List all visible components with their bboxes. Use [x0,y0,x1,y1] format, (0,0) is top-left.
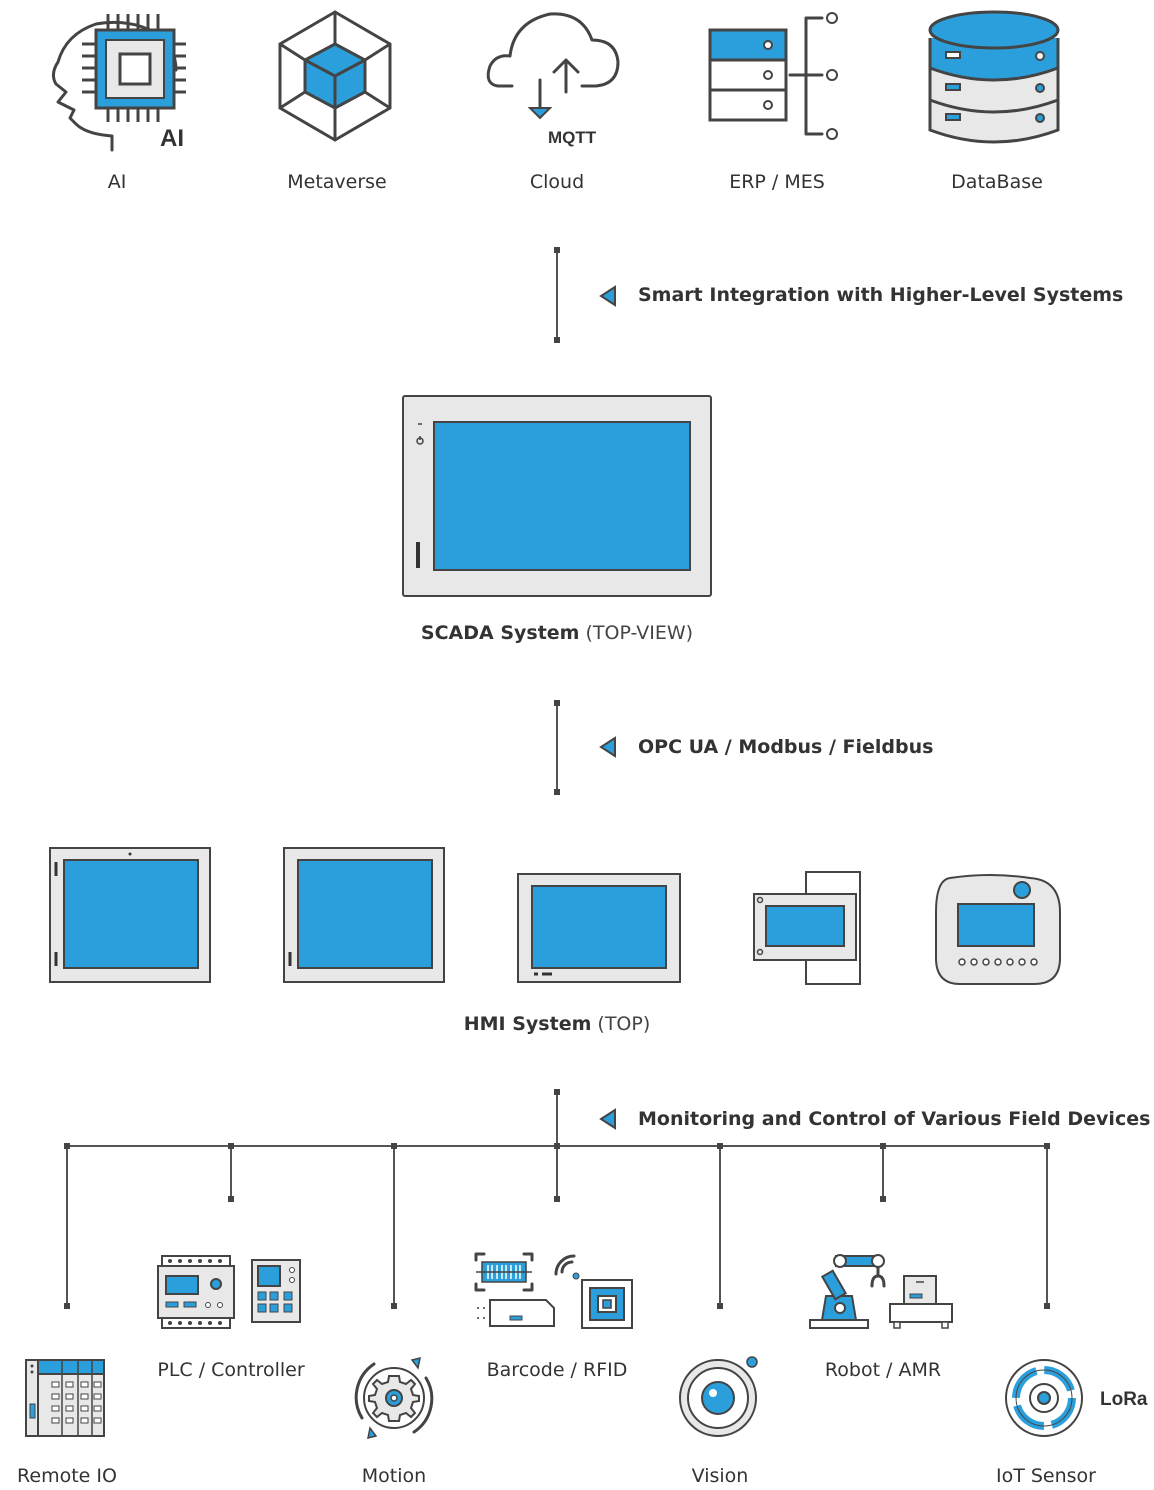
motion-gear-icon [354,1356,434,1440]
label-erp-mes: ERP / MES [729,171,825,193]
label-vision: Vision [691,1465,749,1487]
hmi-panel-4-icon [753,871,861,985]
vision-camera-icon [679,1356,758,1437]
hmi-label-rest: (TOP) [591,1013,651,1035]
label-remote-io: Remote IO [17,1465,117,1487]
remote-io-icon [25,1359,105,1437]
label-cloud: Cloud [529,171,585,193]
hmi-handheld-icon [935,874,1061,985]
arrow-left-icon [599,736,616,758]
arrow-left-icon [599,285,616,307]
cloud-icon: MQTT [486,12,620,147]
connector-top [554,247,616,343]
scada-label: SCADA System (TOP-VIEW) [421,622,693,644]
metaverse-cube-icon [278,10,392,142]
scada-panel-icon [402,395,712,597]
hmi-panel-1-icon [49,847,211,983]
connection-label-protocols: OPC UA / Modbus / Fieldbus [638,736,934,758]
scada-label-rest: (TOP-VIEW) [579,622,694,644]
connector-middle [554,700,616,795]
robot-arm-icon [809,1254,953,1329]
iot-sensor-icon: LoRa [1005,1359,1148,1437]
connection-label-integration: Smart Integration with Higher-Level Syst… [638,284,1124,306]
label-barcode-rfid: Barcode / RFID [486,1359,628,1381]
label-plc-controller: PLC / Controller [157,1359,305,1381]
scada-label-bold: SCADA System [420,622,580,644]
hmi-label-bold: HMI System [463,1013,592,1035]
label-metaverse: Metaverse [287,171,387,193]
hmi-panel-2-icon [283,847,445,983]
ai-badge: AI [160,125,184,152]
label-motion: Motion [361,1465,427,1487]
lora-badge: LoRa [1100,1389,1148,1410]
hmi-label: HMI System (TOP) [464,1013,651,1035]
server-rack-icon [708,12,838,140]
label-robot-amr: Robot / AMR [824,1359,942,1381]
hmi-panel-3-icon [517,873,681,983]
label-ai: AI [107,171,127,193]
label-iot-sensor: IoT Sensor [995,1465,1097,1487]
database-icon [928,10,1060,144]
connection-label-field: Monitoring and Control of Various Field … [638,1108,1151,1130]
plc-icon [157,1255,301,1329]
ai-head-icon: AI [51,14,186,152]
arrow-left-icon [599,1108,616,1130]
field-bus-tree [64,1089,1050,1309]
label-database: DataBase [951,171,1043,193]
mqtt-badge: MQTT [548,128,597,147]
barcode-rfid-icon [474,1252,633,1329]
